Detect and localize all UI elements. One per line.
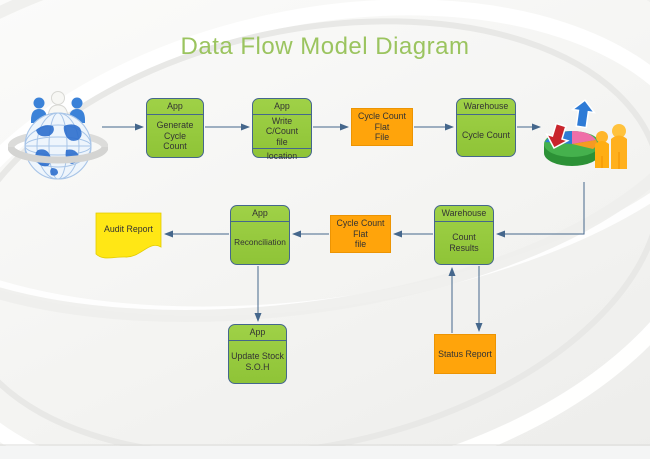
node-cycle-count-flat-file-mid: Cycle Count Flat file <box>330 215 391 253</box>
node-audit-report: Audit Report <box>95 212 162 262</box>
node-label: Audit Report <box>104 224 153 234</box>
node-cycle-count-flat-file-top: Cycle Count Flat File <box>351 108 413 146</box>
node-warehouse-cycle-count: Warehouse Cycle Count <box>456 98 516 157</box>
document-shape <box>95 212 162 259</box>
node-label: Cycle Count Flat file <box>336 217 385 250</box>
node-location-label: location <box>253 148 311 164</box>
arrow-chart-to-countresults <box>496 182 585 238</box>
pie-chart-people-icon <box>544 99 627 169</box>
node-label: Cycle Count Flat File <box>358 110 406 143</box>
node-label: Cycle Count <box>462 130 510 140</box>
node-update-stock-soh: App Update Stock S.O.H <box>228 324 287 384</box>
node-label: Update Stock S.O.H <box>231 351 284 372</box>
node-type-label: Warehouse <box>435 206 493 222</box>
node-label: Reconciliation <box>234 236 286 247</box>
node-type-label: App <box>231 206 289 222</box>
node-reconciliation: App Reconciliation <box>230 205 290 265</box>
node-warehouse-count-results: Warehouse Count Results <box>434 205 494 265</box>
node-label: Write C/Count file <box>265 115 299 147</box>
page-title: Data Flow Model Diagram <box>180 33 470 60</box>
node-generate-cycle-count: App Generate Cycle Count <box>146 98 204 158</box>
globe-people-icon <box>8 91 108 180</box>
node-label: Generate Cycle Count <box>156 119 194 152</box>
node-status-report: Status Report <box>434 334 496 374</box>
node-label: Status Report <box>438 348 492 359</box>
node-write-ccount-file: App Write C/Count file location <box>252 98 312 161</box>
node-type-label: App <box>147 99 203 115</box>
node-type-label: Warehouse <box>457 99 515 115</box>
node-label: Count Results <box>449 232 479 253</box>
node-type-label: App <box>229 325 286 341</box>
node-type-label: App <box>253 99 311 115</box>
